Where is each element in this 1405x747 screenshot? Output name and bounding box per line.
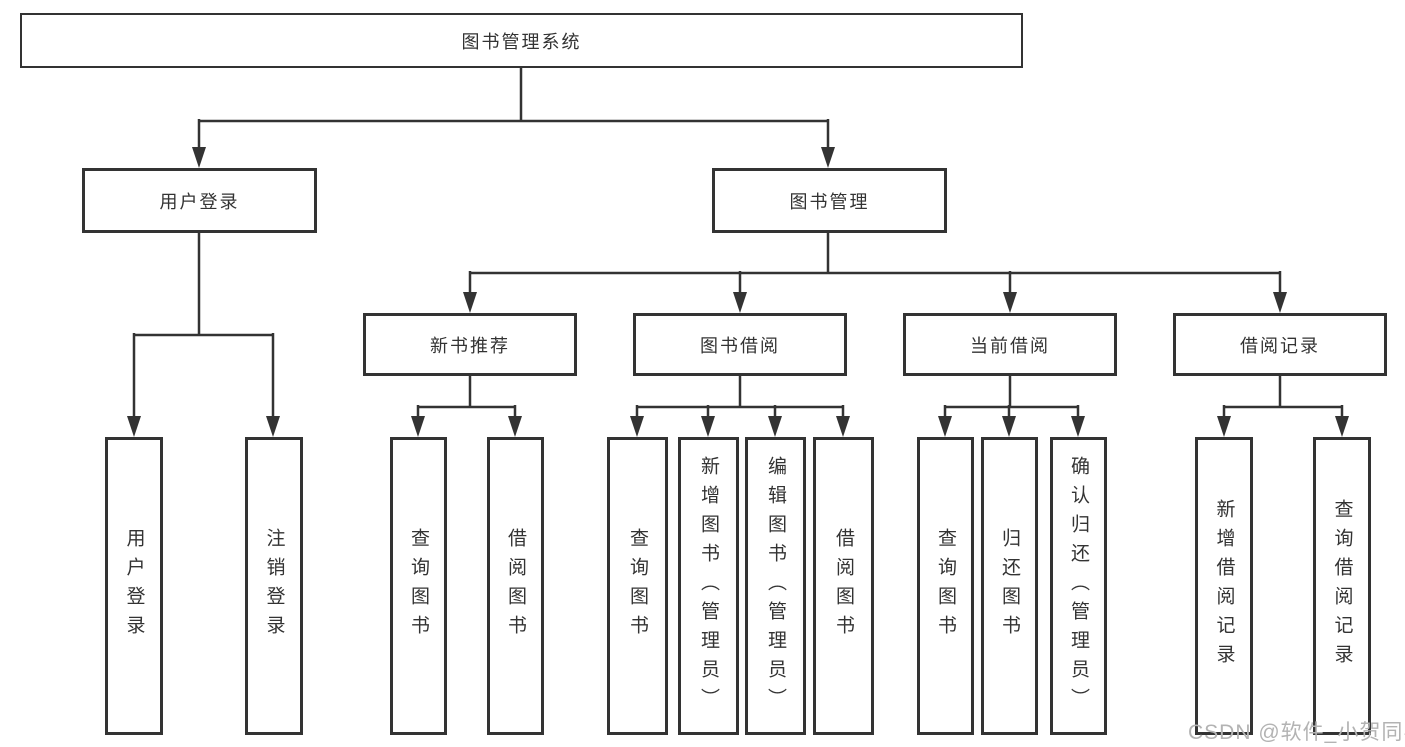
- leaf-label: 查询借阅记录: [1331, 499, 1353, 673]
- node-label: 新书推荐: [430, 335, 510, 356]
- leaf-query-books-borrow: 查询图书: [607, 437, 668, 735]
- leaf-return-books: 归还图书: [981, 437, 1038, 735]
- arrowheads: [127, 147, 1349, 437]
- leaf-query-books-recommend: 查询图书: [390, 437, 447, 735]
- leaf-add-books-admin: 新增图书（管理员）: [678, 437, 739, 735]
- leaf-logout: 注销登录: [245, 437, 303, 735]
- leaf-borrow-books: 借阅图书: [813, 437, 874, 735]
- node-book-borrowing: 图书借阅: [633, 313, 847, 376]
- leaf-label: 查询图书: [408, 528, 429, 644]
- leaf-query-borrow-record: 查询借阅记录: [1313, 437, 1371, 735]
- leaf-label: 借阅图书: [505, 528, 526, 644]
- node-borrowing-records: 借阅记录: [1173, 313, 1387, 376]
- leaf-label: 归还图书: [999, 528, 1020, 644]
- node-label: 用户登录: [159, 191, 240, 212]
- leaf-label: 借阅图书: [833, 528, 854, 644]
- node-book-management-module: 图书管理: [712, 168, 947, 233]
- leaf-label: 编辑图书（管理员）: [765, 455, 786, 717]
- leaf-confirm-return-admin: 确认归还（管理员）: [1050, 437, 1107, 735]
- node-label: 图书管理系统: [461, 31, 582, 52]
- node-library-management-system: 图书管理系统: [20, 13, 1023, 68]
- node-label: 借阅记录: [1240, 335, 1320, 356]
- leaf-label: 注销登录: [263, 528, 285, 644]
- leaf-label: 用户登录: [123, 528, 145, 644]
- node-current-borrowing: 当前借阅: [903, 313, 1117, 376]
- leaf-edit-books-admin: 编辑图书（管理员）: [745, 437, 806, 735]
- leaf-add-borrow-record: 新增借阅记录: [1195, 437, 1253, 735]
- leaf-label: 确认归还（管理员）: [1068, 455, 1089, 717]
- leaf-label: 新增借阅记录: [1213, 499, 1235, 673]
- node-label: 图书借阅: [700, 335, 780, 356]
- leaf-borrow-books-recommend: 借阅图书: [487, 437, 544, 735]
- csdn-watermark: CSDN @软件_小贺同学: [1188, 721, 1405, 744]
- node-label: 当前借阅: [970, 335, 1050, 356]
- node-label: 图书管理: [789, 191, 870, 212]
- node-new-book-recommendation: 新书推荐: [363, 313, 577, 376]
- node-user-login-module: 用户登录: [82, 168, 317, 233]
- leaf-user-login: 用户登录: [105, 437, 163, 735]
- leaf-query-books-current: 查询图书: [917, 437, 974, 735]
- leaf-label: 查询图书: [627, 528, 648, 644]
- leaf-label: 查询图书: [935, 528, 956, 644]
- connector-lines: [132, 68, 1344, 419]
- leaf-label: 新增图书（管理员）: [698, 455, 719, 717]
